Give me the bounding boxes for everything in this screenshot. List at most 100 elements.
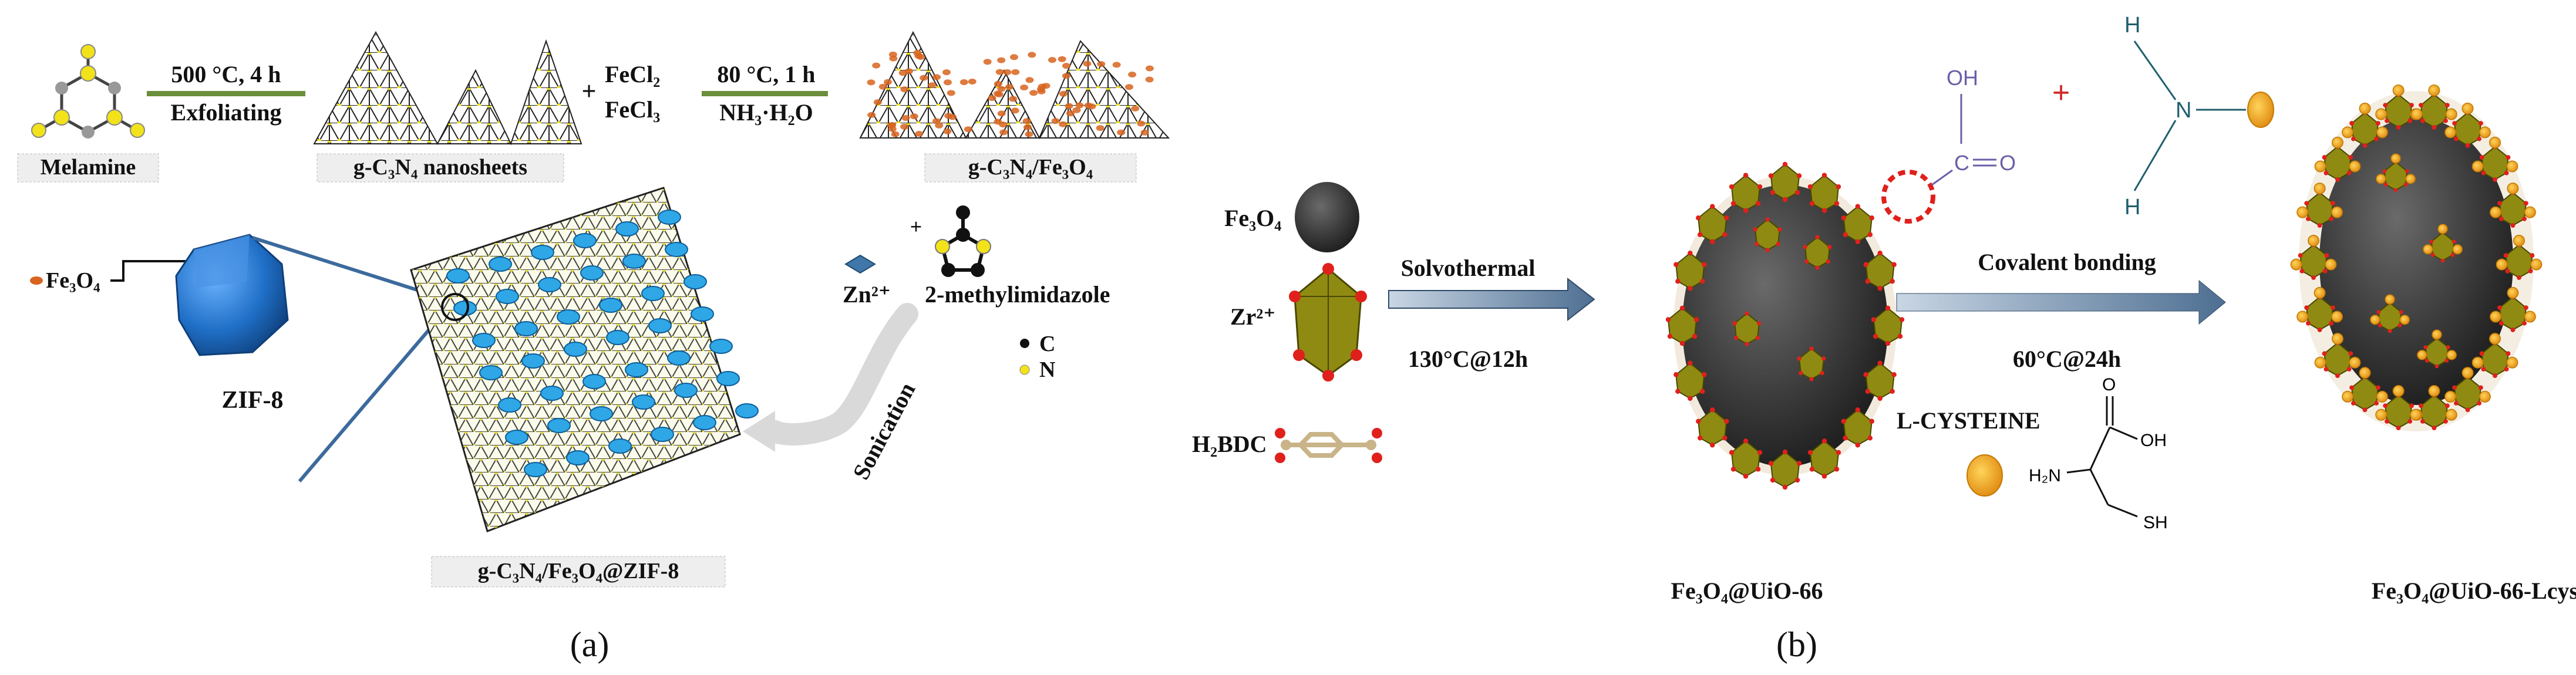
fe3o4-dot <box>1010 54 1018 60</box>
zr-cluster-ring-functionalized <box>2290 84 2543 430</box>
zr-octahedron <box>2423 224 2463 263</box>
fe3o4-uio66-lcys-particle <box>2290 84 2543 431</box>
legend-c-dot <box>1020 339 1029 348</box>
covalent-bonding-arrow <box>1896 279 2226 325</box>
fe3o4-dot <box>905 68 913 75</box>
cys-oh: OH <box>2140 431 2167 450</box>
lcysteine-bead-icon <box>1966 454 2003 497</box>
fe3o4-dot <box>867 79 875 86</box>
lcysteine-label: L-CYSTEINE <box>1897 407 2040 434</box>
big-sheet-lattice <box>411 188 740 531</box>
product2-label: Fe₃O₄@UiO-66-Lcys <box>2372 578 2576 604</box>
zr-octahedron <box>1732 311 1762 346</box>
fe3o4-dot <box>1023 124 1032 130</box>
panel-a: Melamine 500 °C, 4 h Exfoliating g-C₃N₄ … <box>17 31 1170 664</box>
zif8-dot <box>709 339 733 354</box>
fe3o4-dot <box>889 55 898 62</box>
zif8-dot <box>557 309 580 325</box>
zr-octahedron <box>1841 407 1874 448</box>
zr-octahedron <box>1673 360 1707 401</box>
zif8-dot <box>716 371 740 386</box>
final-label-box <box>431 556 726 588</box>
zn-ion-icon <box>844 254 876 274</box>
zif8-dot <box>590 406 613 421</box>
zif8-dot <box>651 427 674 442</box>
zr-octahedron <box>2490 286 2536 332</box>
arrow1-condition: 130°C@12h <box>1408 346 1528 372</box>
fe3o4-dot <box>997 57 1006 63</box>
zr-octahedron <box>1696 407 1729 448</box>
zif8-dot <box>691 306 714 322</box>
fe3o4-dot <box>932 118 941 124</box>
zr-octahedron <box>1863 360 1897 401</box>
fe3o4-dot <box>964 126 972 133</box>
fe3o4-dot <box>997 110 1006 117</box>
fe3o4-dot <box>1011 107 1019 114</box>
zr-octahedron-icon <box>1289 263 1367 382</box>
fe3o4-dot <box>1022 118 1031 124</box>
plus-sign-a2: + <box>910 215 922 238</box>
caption-a: (a) <box>570 625 610 664</box>
g-c3n4-nanosheet <box>313 31 582 146</box>
amine-h-bottom: H <box>2124 195 2140 220</box>
zr-octahedron <box>2490 183 2536 228</box>
fe3o4-dot <box>988 95 996 101</box>
zr-octahedron <box>1768 161 1802 203</box>
amine-n: N <box>2176 98 2191 123</box>
zif8-dot <box>608 438 632 454</box>
fe3o4-reagent-label: Fe₃O₄ <box>1224 205 1281 231</box>
fe3o4-dot <box>1125 84 1133 90</box>
zr-octahedron <box>1863 251 1897 291</box>
fe3o4-dot <box>1131 105 1140 112</box>
zif8-dot <box>564 342 587 357</box>
fe3o4-dot <box>1048 57 1056 63</box>
panel-b: Fe₃O₄ Zr²⁺ H₂BDC Solvothermal trea <box>1192 13 2576 664</box>
step1-arrow-bar <box>147 91 305 96</box>
cysteine-bead-icon <box>2247 92 2274 128</box>
fe3o4-dot <box>1084 102 1093 109</box>
zoom-line-bottom <box>298 319 439 482</box>
zif8-dot <box>547 418 571 433</box>
arrow2-condition: 60°C@24h <box>2013 346 2121 372</box>
composite-label: g-C₃N₄/Fe₃O₄ <box>968 155 1093 180</box>
fe3o4-dot <box>867 112 876 118</box>
fe3o4-dot <box>999 129 1008 136</box>
fe3o4-dot <box>1075 102 1084 109</box>
fe3o4-sphere-icon <box>1295 182 1359 252</box>
fe3o4-dot <box>928 82 937 89</box>
step2-base: NH₃·H₂O <box>719 99 813 126</box>
fe3o4-dot <box>1128 72 1137 77</box>
zr-octahedron <box>1871 305 1905 346</box>
arrow2-label: Covalent bonding <box>1978 249 2156 275</box>
fe3o4-dot <box>1062 63 1070 69</box>
zr-octahedron <box>2375 385 2422 430</box>
fe3o4-dot <box>943 128 952 134</box>
fe3o4-dot <box>1025 77 1034 83</box>
amine-bond-top <box>2133 41 2177 100</box>
zif8-dot <box>505 430 528 445</box>
zr-octahedron <box>2296 286 2343 332</box>
legend-n-dot <box>1019 365 1030 375</box>
cysteine-structure: O OH H₂N SH <box>2029 375 2168 532</box>
zr-octahedron <box>2376 153 2416 193</box>
fe3o4-dot <box>1025 131 1033 137</box>
fe3o4-dot <box>1062 73 1070 79</box>
cys-sh: SH <box>2143 513 2168 532</box>
legend-n-label: N <box>1039 357 1055 382</box>
zif8-facet <box>194 235 250 288</box>
zr-octahedron <box>1841 204 1874 244</box>
zif8-dot <box>606 330 629 345</box>
carboxyl-o: O <box>1999 151 2016 175</box>
fe3o4-dot <box>944 113 953 119</box>
nanosheets-label-box <box>316 153 564 183</box>
zif8-particles <box>446 210 759 477</box>
plus-sign-a1: + <box>581 77 596 106</box>
zr-octahedron <box>1807 438 1841 479</box>
zif8-label: ZIF-8 <box>222 387 284 414</box>
zoom-line-top <box>252 236 438 298</box>
zr-octahedron <box>1807 173 1841 213</box>
zr-octahedron <box>1729 173 1763 213</box>
fe3o4-dot <box>968 79 976 85</box>
fe3o4-dot <box>1065 103 1073 109</box>
